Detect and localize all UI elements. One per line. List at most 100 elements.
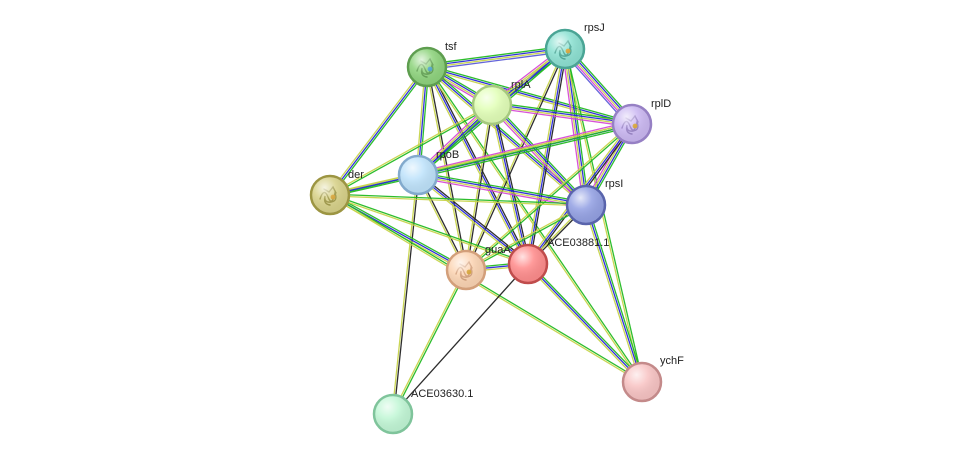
node-label: der — [348, 169, 364, 181]
edge-line-database — [426, 66, 587, 206]
edge-line-neighborhood — [330, 67, 429, 197]
edge-line-textmining — [391, 174, 418, 414]
edge-line-database — [426, 66, 633, 125]
edge-line-textmining — [464, 122, 632, 270]
edge-line-textmining — [427, 49, 566, 69]
edge-line-textmining — [465, 203, 586, 270]
edge-line-textmining — [489, 105, 527, 265]
edge-rpsJ-ACE03881[interactable] — [525, 48, 568, 265]
node-label: tsf — [445, 41, 458, 53]
node-label: rpsI — [605, 178, 623, 190]
edge-line-database — [329, 66, 428, 196]
edge-line-database — [418, 173, 587, 205]
edge-rpoB-ACE03630[interactable] — [391, 174, 420, 415]
edge-rpsJ-rpsI[interactable] — [561, 48, 590, 206]
node-circle[interactable] — [565, 184, 607, 226]
node-rpsJ[interactable]: rpsJ — [544, 22, 605, 70]
node-label: guaA — [485, 244, 511, 256]
node-circle[interactable] — [544, 28, 586, 70]
edge-line-textmining — [425, 67, 586, 207]
edge-tsf-rpsI[interactable] — [425, 65, 588, 207]
edge-rplA-der[interactable] — [329, 103, 493, 197]
edge-tsf-der[interactable] — [328, 65, 429, 197]
edge-line-textmining — [491, 105, 632, 126]
node-label: rplD — [651, 98, 671, 110]
edge-line-cooccurrence — [427, 51, 566, 71]
edge-line-neighborhood — [330, 192, 468, 269]
node-label: ACE03881.1 — [547, 237, 609, 249]
edge-der-rpsI[interactable] — [329, 193, 587, 207]
edge-line-neighborhood — [565, 48, 644, 382]
node-label: ACE03630.1 — [411, 388, 473, 400]
node-ACE03630[interactable]: ACE03630.1 — [372, 388, 473, 435]
edge-rpsI-ychF[interactable] — [583, 204, 645, 383]
edge-line-textmining — [525, 48, 564, 264]
edge-line-textmining — [328, 65, 427, 195]
edge-line-neighborhood — [330, 105, 493, 197]
edge-line-neighborhood — [427, 65, 588, 205]
edge-line-neighborhood — [587, 204, 645, 382]
node-circle[interactable] — [372, 393, 414, 435]
edge-line-neighborhood — [426, 45, 565, 65]
node-circle[interactable] — [471, 84, 513, 126]
edge-line-textmining — [329, 195, 586, 207]
edge-line-experiments — [561, 49, 584, 206]
edge-line-neighborhood — [466, 205, 587, 272]
edge-line-database — [417, 174, 529, 265]
node-circle[interactable] — [507, 243, 549, 285]
node-circle[interactable] — [309, 174, 351, 216]
edge-line-neighborhood — [418, 171, 587, 203]
node-layer: tsf rpsJ rplA rplD rpoB der rpsI guaA ACE03881.1… — [309, 22, 684, 435]
edge-der-ychF[interactable] — [329, 193, 643, 384]
node-circle[interactable] — [621, 361, 663, 403]
node-label: ychF — [660, 355, 684, 367]
edge-line-neighborhood — [393, 270, 468, 415]
edge-guaA-ACE03630[interactable] — [391, 269, 468, 415]
node-label: rplA — [511, 79, 531, 91]
node-circle[interactable] — [611, 103, 653, 145]
edge-line-textmining — [329, 195, 642, 384]
node-circle[interactable] — [406, 46, 448, 88]
edge-line-database — [426, 47, 565, 67]
edge-line-textmining — [563, 49, 586, 206]
edge-line-database — [565, 48, 588, 205]
edge-line-neighborhood — [418, 125, 633, 179]
edge-line-textmining — [464, 48, 565, 270]
edge-line-experiments — [491, 107, 632, 128]
edge-line-coexpression — [392, 263, 529, 415]
edge-line-coexpression — [529, 49, 568, 265]
node-circle[interactable] — [445, 249, 487, 291]
node-label: rpsJ — [584, 22, 605, 34]
node-circle[interactable] — [397, 154, 439, 196]
edge-line-database — [527, 48, 566, 265]
node-rpoB[interactable]: rpoB — [397, 149, 459, 196]
node-rplD[interactable]: rplD — [611, 98, 671, 145]
edge-tsf-rpsJ[interactable] — [426, 45, 566, 71]
node-ychF[interactable]: ychF — [621, 355, 684, 403]
edge-ACE03881-ACE03630[interactable] — [392, 263, 529, 415]
node-label: rpoB — [436, 149, 459, 161]
edge-line-neighborhood — [567, 48, 590, 205]
edge-line-neighborhood — [492, 101, 633, 122]
edge-line-textmining — [417, 175, 586, 207]
edge-line-coexpression — [466, 49, 567, 271]
edge-line-coexpression — [393, 175, 420, 415]
edge-line-database — [527, 263, 643, 383]
edge-rpsJ-guaA[interactable] — [464, 48, 567, 271]
edge-line-neighborhood — [330, 193, 587, 205]
edge-line-neighborhood — [427, 64, 633, 123]
edge-line-textmining — [391, 269, 466, 414]
edge-line-database — [491, 104, 529, 265]
edge-rplA-rplD[interactable] — [491, 101, 633, 128]
edge-line-neighborhood — [330, 193, 643, 382]
edge-line-neighborhood — [528, 262, 644, 382]
edge-line-database — [585, 204, 643, 383]
edge-line-experiments — [417, 120, 632, 174]
edge-rpsI-guaA[interactable] — [465, 203, 587, 272]
edge-line-neighborhood — [330, 193, 529, 264]
edge-line-textmining — [329, 103, 492, 195]
edge-ACE03881-ychF[interactable] — [526, 262, 644, 384]
edge-line-textmining — [424, 67, 527, 266]
